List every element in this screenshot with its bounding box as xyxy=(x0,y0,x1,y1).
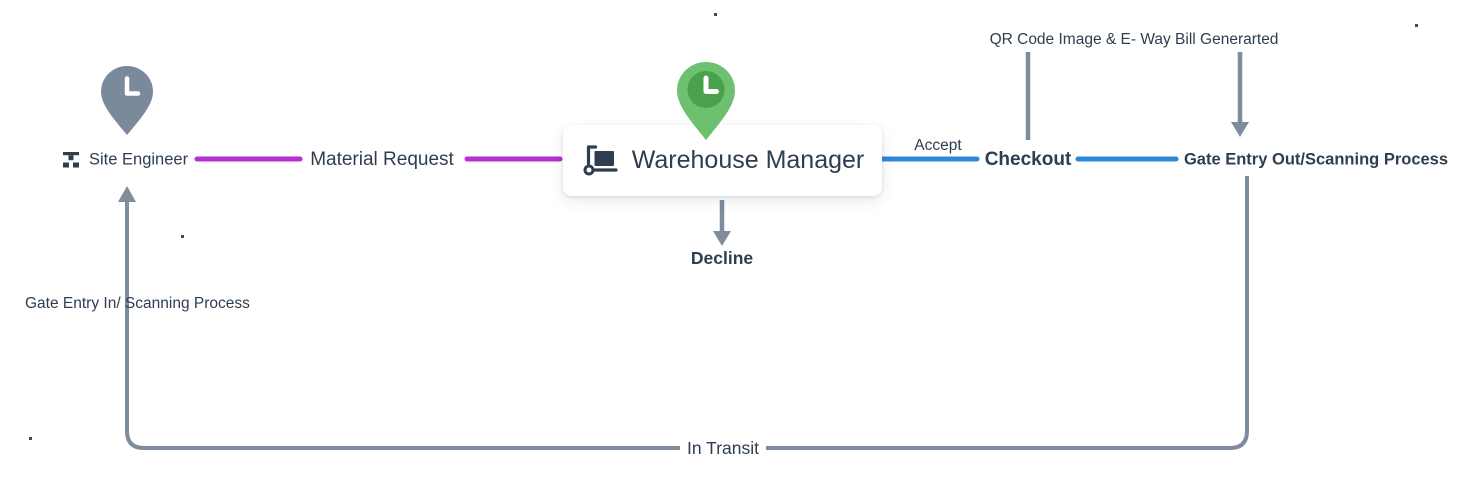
stray-dot xyxy=(29,437,32,440)
edge-label-accept: Accept xyxy=(914,137,962,155)
arrowhead-down-decline xyxy=(713,231,731,246)
stray-dot xyxy=(714,13,717,16)
edge-label-qr-code: QR Code Image & E- Way Bill Generarted xyxy=(989,31,1279,49)
edge-label-in-transit: In Transit xyxy=(680,435,766,461)
map-pin-clock-gray-icon xyxy=(101,66,153,135)
node-site-engineer[interactable]: Site Engineer xyxy=(62,151,188,170)
hand-truck-icon xyxy=(583,145,618,176)
stray-dot xyxy=(181,235,184,238)
stray-dot xyxy=(1415,24,1418,27)
arrowhead-up-site-engineer xyxy=(118,186,136,202)
map-pin-clock-green-icon xyxy=(677,62,735,140)
sitemap-icon xyxy=(63,152,79,168)
edge-in-transit-loop xyxy=(125,176,1249,450)
node-warehouse-manager-label: Warehouse Manager xyxy=(631,146,865,174)
node-warehouse-manager[interactable]: Warehouse Manager xyxy=(563,125,882,196)
node-material-request[interactable]: Material Request xyxy=(310,149,454,171)
node-checkout[interactable]: Checkout xyxy=(984,149,1072,171)
arrowhead-down-gate-entry-out xyxy=(1231,122,1249,137)
node-gate-entry-out[interactable]: Gate Entry Out/Scanning Process xyxy=(1183,150,1449,169)
node-decline[interactable]: Decline xyxy=(690,247,754,268)
edge-label-gate-entry-in: Gate Entry In/ Scanning Process xyxy=(25,295,250,313)
node-site-engineer-label: Site Engineer xyxy=(89,150,189,169)
